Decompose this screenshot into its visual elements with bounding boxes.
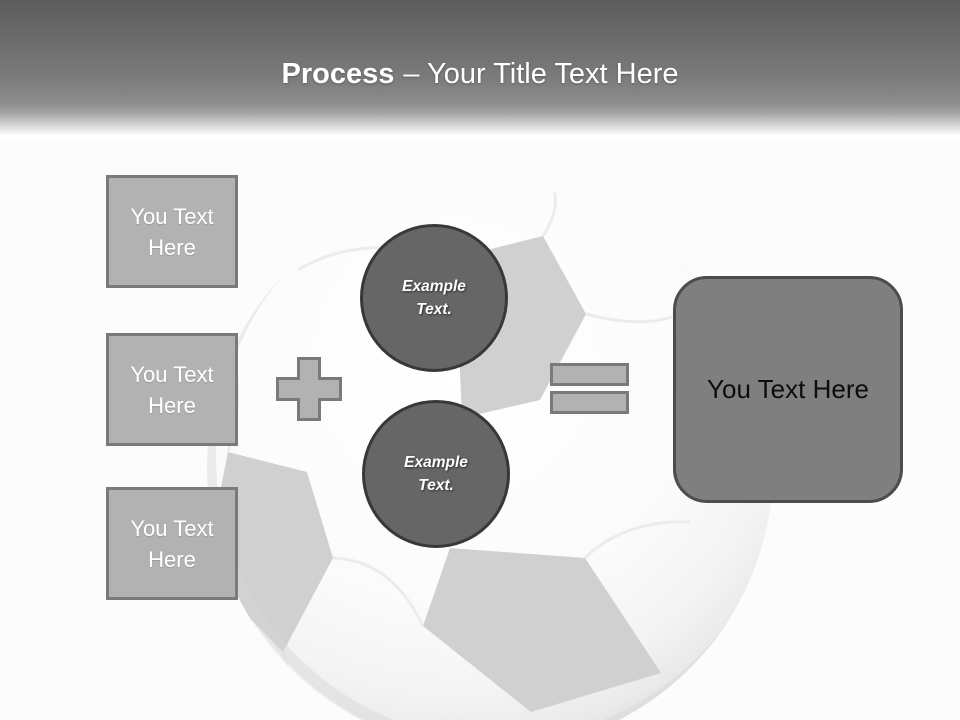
example-circle-1[interactable]: Example Text. — [360, 224, 508, 372]
result-box-label: You Text Here — [707, 374, 869, 404]
example-circle-2-label: Example Text. — [404, 454, 468, 494]
page-title-subtitle: – Your Title Text Here — [403, 58, 679, 90]
plus-icon[interactable] — [276, 357, 342, 421]
example-circle-1-label: Example Text. — [402, 278, 466, 318]
input-box-3[interactable]: You Text Here — [106, 487, 238, 600]
input-box-1-label: You Text Here — [130, 203, 214, 260]
result-box[interactable]: You Text Here — [673, 276, 903, 503]
page-title-keyword: Process — [281, 58, 395, 90]
input-box-3-label: You Text Here — [130, 515, 214, 572]
slide-header: Process– Your Title Text Here — [0, 0, 960, 140]
example-circle-2[interactable]: Example Text. — [362, 400, 510, 548]
input-box-2-label: You Text Here — [130, 361, 214, 418]
equals-icon[interactable] — [547, 360, 631, 416]
page-title: Process– Your Title Text Here — [0, 57, 960, 91]
input-box-1[interactable]: You Text Here — [106, 175, 238, 288]
input-box-2[interactable]: You Text Here — [106, 333, 238, 446]
